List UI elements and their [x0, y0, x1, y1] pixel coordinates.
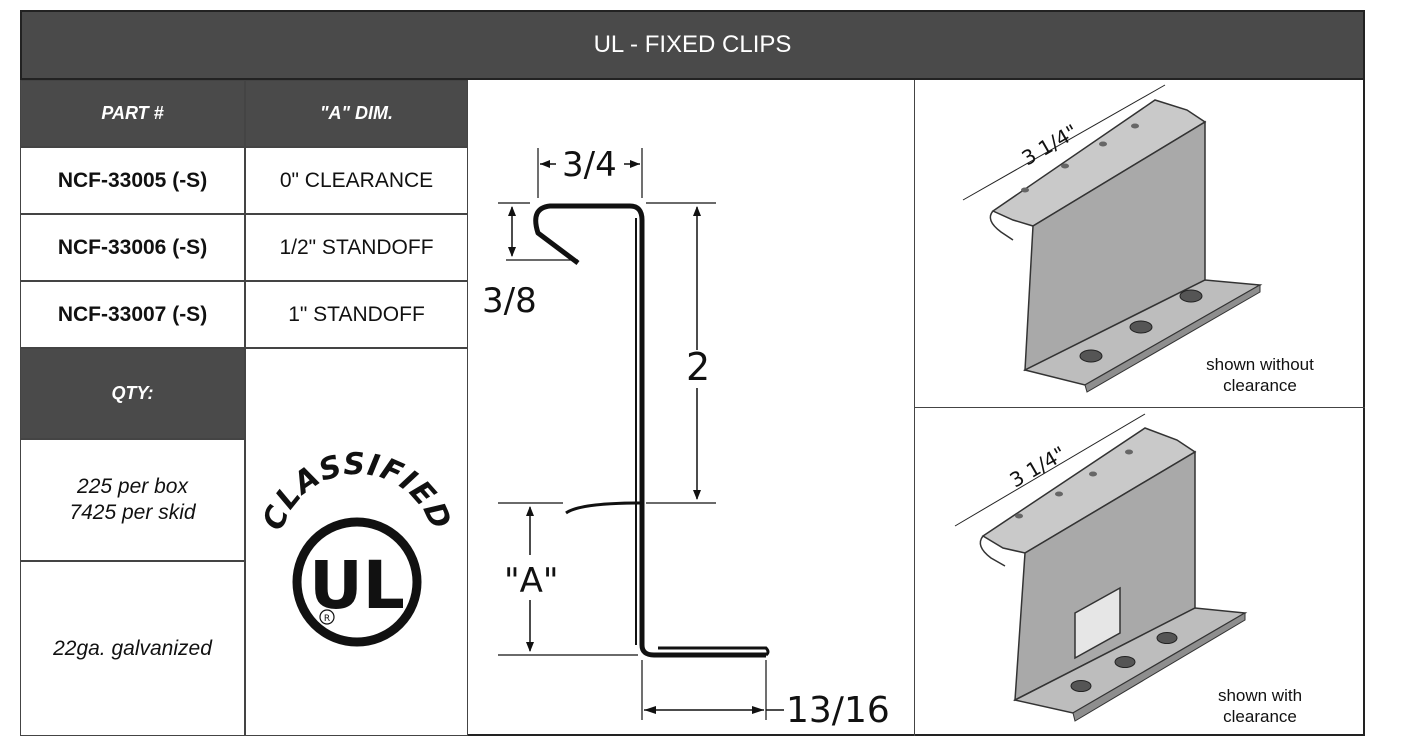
registered-letter: R — [323, 614, 329, 624]
clip-hook-edge — [979, 535, 1006, 567]
view-caption-line: shown with — [1217, 686, 1303, 705]
view-dim-line — [954, 413, 1146, 527]
view-caption-line: shown without — [1206, 355, 1314, 374]
arrowheads — [508, 160, 764, 714]
dim-height-label: 2 — [686, 345, 710, 389]
top-slots — [1015, 449, 1133, 519]
dim-hook-label: 3/8 — [482, 281, 537, 321]
profile-drawing-cell: 3/4 3/8 2 "A" 13/16 — [468, 80, 915, 736]
dim-bottom-label: 13/16 — [786, 690, 890, 731]
view-without-clearance: 3 1/4" shown without clearance — [915, 80, 1365, 408]
clip-3d-view-no-clearance: 3 1/4" — [962, 84, 1263, 393]
mounting-holes — [1070, 632, 1178, 692]
clip-profile-drawing: 3/4 3/8 2 "A" 13/16 — [482, 145, 890, 731]
view-caption: shown with clearance — [1165, 685, 1355, 727]
qty-per-skid: 7425 per skid — [69, 501, 196, 524]
extension-lines — [498, 148, 767, 720]
view-with-clearance: 3 1/4" shown with clearance — [915, 408, 1365, 736]
dim-a-label: "A" — [504, 561, 559, 601]
ul-outer-circle — [292, 517, 421, 647]
mounting-holes — [1079, 289, 1203, 363]
clip-3d-view-with-clearance: 3 1/4" — [954, 413, 1248, 722]
registered-icon — [318, 609, 335, 625]
clip-lower-tab — [565, 501, 641, 515]
qty-per-box: 225 per box — [77, 475, 188, 498]
top-slots — [1021, 123, 1139, 193]
a-dim-cell: 0" CLEARANCE — [245, 147, 468, 214]
ul-logo-cell: CLASSIFIED UL R — [245, 348, 468, 736]
view-dim-line — [962, 84, 1166, 201]
clip-bottom-edge — [1072, 612, 1246, 722]
view-caption: shown without clearance — [1165, 354, 1355, 396]
part-number-cell: NCF-33006 (-S) — [20, 214, 245, 281]
a-dim-cell: 1" STANDOFF — [245, 281, 468, 348]
clip-profile — [533, 203, 766, 658]
page-title: UL - FIXED CLIPS — [20, 10, 1365, 80]
clip-bottom-edge — [1084, 284, 1261, 393]
part-number-cell: NCF-33005 (-S) — [20, 147, 245, 214]
dim-width-label: 3/4 — [562, 145, 617, 185]
part-number-cell: NCF-33007 (-S) — [20, 281, 245, 348]
material-cell: 22ga. galvanized — [20, 561, 245, 736]
clip-bottom-return — [658, 646, 770, 657]
clearance-window — [1074, 586, 1121, 660]
qty-cell: 225 per box 7425 per skid — [20, 439, 245, 561]
ul-classified-logo: CLASSIFIED UL R — [257, 447, 457, 647]
view-caption-line: clearance — [1223, 707, 1297, 726]
clip-hook-edge — [989, 210, 1014, 241]
ul-letters: UL — [309, 547, 405, 624]
qty-header: QTY: — [20, 348, 245, 439]
view-caption-line: clearance — [1223, 376, 1297, 395]
part-number-header: PART # — [20, 80, 245, 147]
a-dim-header: "A" DIM. — [245, 80, 468, 147]
a-dim-cell: 1/2" STANDOFF — [245, 214, 468, 281]
